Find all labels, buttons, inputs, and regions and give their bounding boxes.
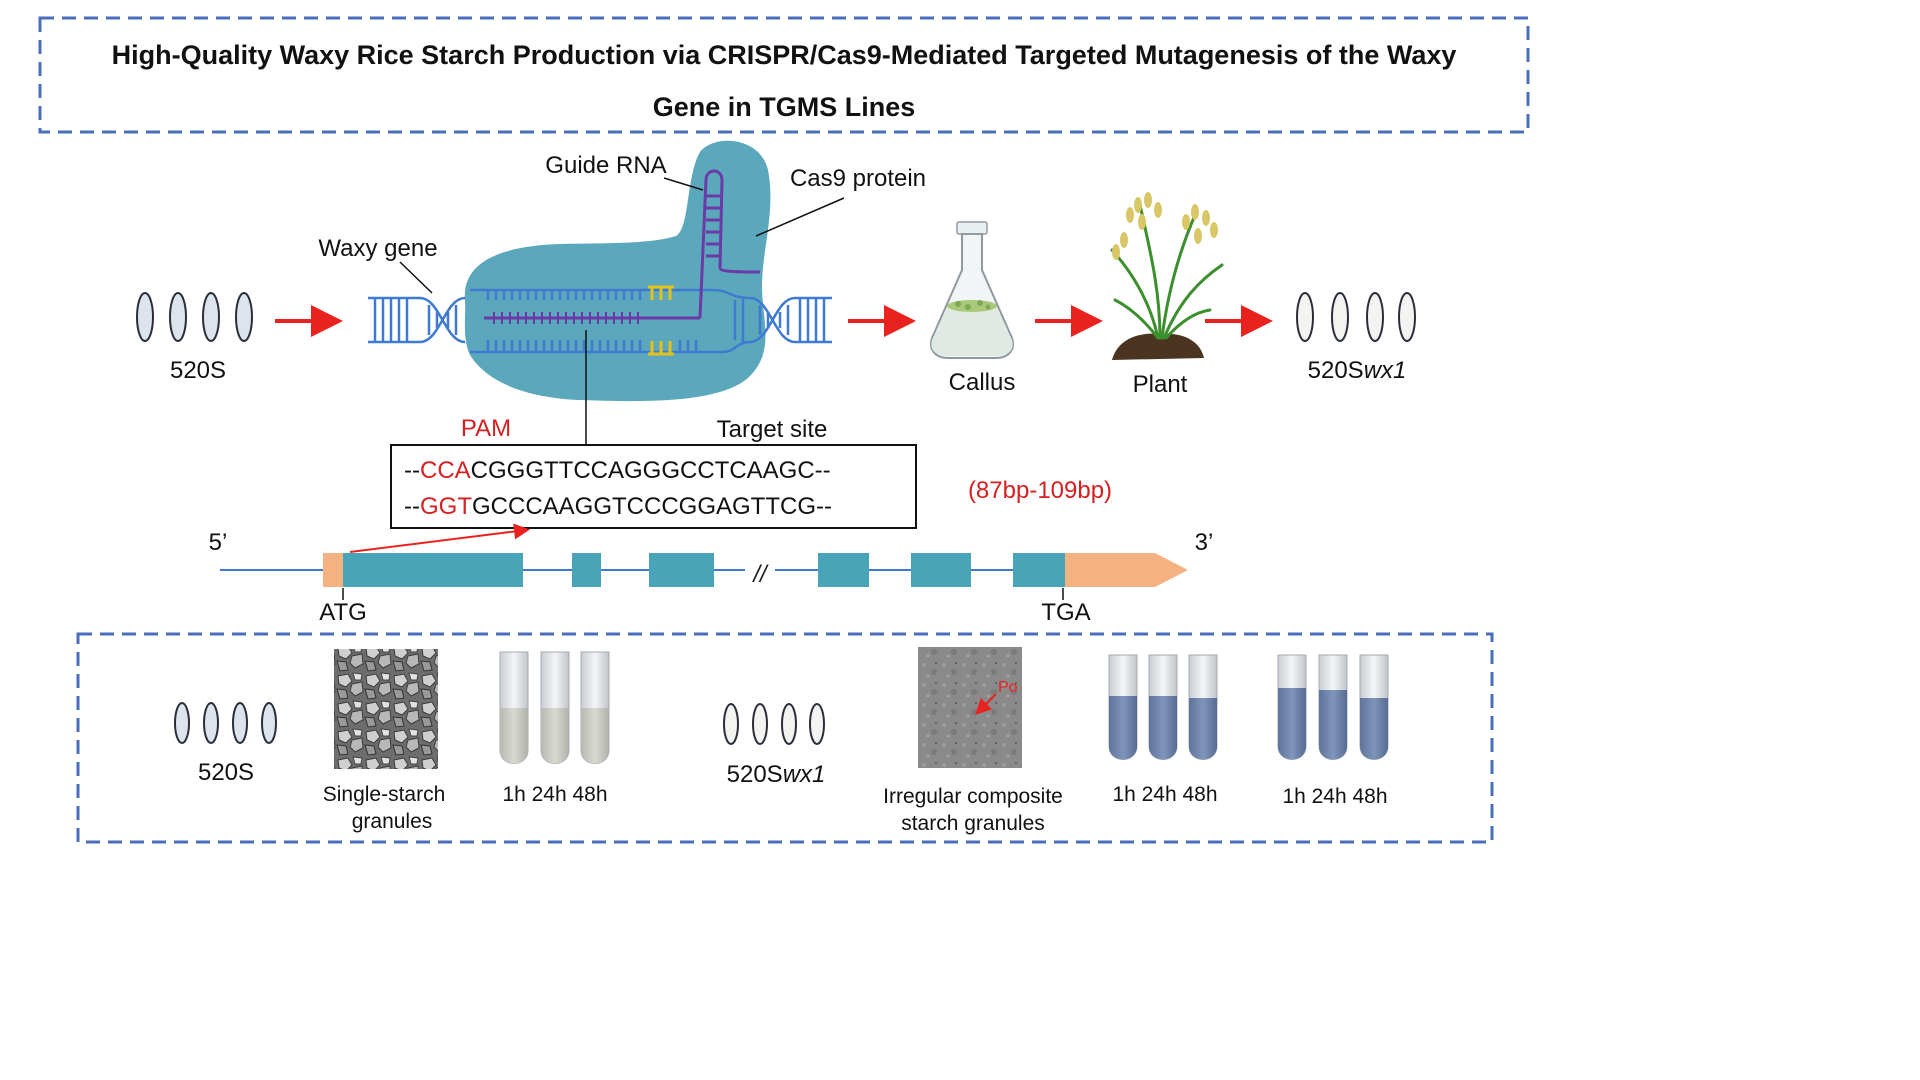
rice-grain-icon [1331, 292, 1349, 342]
test-tube-icon [1188, 654, 1218, 760]
wt-time-labels: 1h 24h 48h [502, 783, 607, 806]
wt-tubes: 1h 24h 48h [499, 651, 610, 806]
mutant-time-labels-1: 1h 24h 48h [1112, 783, 1217, 806]
stop-codon-label: TGA [1041, 599, 1090, 626]
exon-block [818, 553, 869, 587]
target-sequence-box: PAM Target site --CCACGGGTTCCAGGGCCTCAAG… [390, 415, 1112, 529]
rice-grain-icon [261, 702, 277, 744]
mutant-sem-image [918, 647, 1022, 768]
rice-grain-icon [136, 292, 154, 342]
rice-grain-icon [1398, 292, 1416, 342]
start-codon-label: ATG [319, 599, 367, 626]
mutant-time-labels-2: 1h 24h 48h [1282, 785, 1387, 808]
target-range-label: (87bp-109bp) [968, 477, 1112, 504]
sequence-box-border [390, 444, 917, 529]
test-tube-icon [499, 651, 529, 764]
mutant-label-bottom: 520Swx1 [727, 761, 826, 788]
test-tube-icon [580, 651, 610, 764]
rice-grain-icon [781, 703, 797, 745]
break-gap [745, 558, 775, 582]
pore-label: Po [998, 679, 1018, 696]
rice-grain-icon [1366, 292, 1384, 342]
rice-grain-icon [203, 702, 219, 744]
mutant-seeds-small: 520Swx1 [723, 703, 826, 788]
rice-grain-icon [202, 292, 220, 342]
title-frame: High-Quality Waxy Rice Starch Production… [38, 16, 1530, 134]
diagram-canvas: High-Quality Waxy Rice Starch Production… [38, 16, 1530, 844]
exon-block [911, 553, 971, 587]
sequence-line-top: --CCACGGGTTCCAGGGCCTCAAGC-- [404, 457, 831, 484]
wt-granules-line-1: Single-starch [323, 783, 446, 806]
mutant-tubes-set-2: 1h 24h 48h [1277, 654, 1389, 808]
mutant-tubes-set-1: 1h 24h 48h [1108, 654, 1218, 806]
title-frame-border [38, 16, 1530, 134]
title-line-1: High-Quality Waxy Rice Starch Production… [112, 40, 1457, 70]
test-tube-icon [1148, 654, 1178, 760]
crispr-cas9-complex: Waxy gene Guide RNA Cas9 protein [318, 140, 926, 444]
rice-grain-icon [752, 703, 768, 745]
wt-label-bottom: 520S [198, 759, 254, 786]
cas9-protein-label: Cas9 protein [790, 165, 926, 192]
waxy-gene-leader [399, 261, 433, 294]
waxy-gene-label: Waxy gene [318, 235, 437, 262]
exon-block [343, 553, 523, 587]
rice-grain-icon [723, 703, 739, 745]
exon-block [572, 553, 601, 587]
gene-structure: // 5’ 3’ ATG TGA [209, 523, 1214, 626]
test-tube-icon [1359, 654, 1389, 760]
target-pointer-arrow-icon [349, 523, 530, 553]
comparison-frame-border [76, 632, 1494, 844]
plant-label: Plant [1133, 371, 1188, 398]
mutant-granules-line-2: starch granules [901, 812, 1045, 835]
callus-label: Callus [949, 369, 1016, 396]
figure-svg: High-Quality Waxy Rice Starch Production… [38, 16, 1530, 844]
pore-arrow-icon [975, 693, 997, 715]
cas9-protein-icon [464, 140, 771, 402]
five-prime-label: 5’ [209, 529, 228, 556]
utr-3-region [1065, 553, 1188, 587]
rice-grain-icon [169, 292, 187, 342]
pam-site-marks [648, 285, 674, 356]
test-tube-icon [1277, 654, 1307, 760]
mutant-granules-line-1: Irregular composite [883, 785, 1063, 808]
test-tube-icon [1108, 654, 1138, 760]
exon-block [649, 553, 714, 587]
three-prime-label: 3’ [1195, 529, 1214, 556]
mutant-label: 520Swx1 [1308, 357, 1407, 384]
wt-granules-line-2: granules [352, 810, 433, 833]
utr-5-region [323, 553, 343, 587]
dna-right-segment [711, 288, 832, 354]
guide-rna-icon [484, 169, 761, 324]
rice-grain-icon [174, 702, 190, 744]
wildtype-seeds: 520S [136, 292, 253, 384]
wildtype-label: 520S [170, 357, 226, 384]
sequence-break-mark: // [751, 561, 769, 588]
rice-plant-icon: Plant [1110, 192, 1224, 398]
guide-rna-leader [663, 177, 704, 191]
sequence-line-bottom: --GGTGCCCAAGGTCCCGGAGTTCG-- [404, 493, 832, 520]
pam-label: PAM [461, 415, 511, 442]
target-site-label: Target site [717, 416, 828, 443]
comparison-panel: 520S Single-starch granules 1h 24h 48h [76, 632, 1494, 844]
rice-grain-icon [1296, 292, 1314, 342]
rice-grain-icon [232, 702, 248, 744]
wt-seeds-small: 520S [174, 702, 277, 786]
guide-rna-label: Guide RNA [545, 152, 666, 179]
test-tube-icon [540, 651, 570, 764]
dna-opened-segment [470, 288, 722, 354]
cas9-leader [755, 197, 845, 237]
exon-block [1013, 553, 1065, 587]
test-tube-icon [1318, 654, 1348, 760]
wt-sem-image [334, 649, 438, 769]
title-line-2: Gene in TGMS Lines [653, 92, 916, 122]
rice-grain-icon [235, 292, 253, 342]
dna-left-segment [368, 296, 466, 344]
rice-grain-icon [809, 703, 825, 745]
callus-flask-icon: Callus [930, 221, 1016, 396]
mutant-seeds: 520Swx1 [1296, 292, 1416, 384]
